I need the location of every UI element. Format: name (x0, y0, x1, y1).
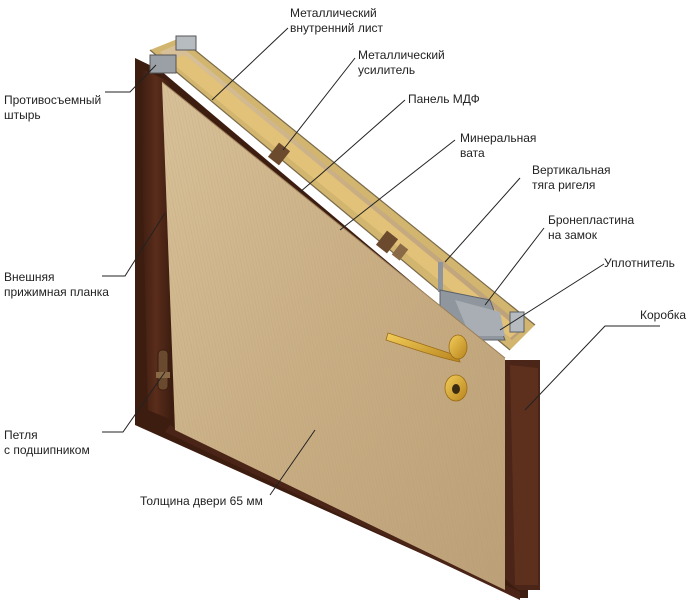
label-mdf-panel-line1: Панель МДФ (408, 92, 480, 106)
label-reinforcement: Металлический усилитель (358, 48, 445, 78)
label-outer-strip: Внешняя прижимная планка (4, 270, 109, 300)
label-armor-plate: Бронепластина на замок (548, 213, 634, 243)
label-reinforcement-line1: Металлический (358, 48, 445, 62)
hinge (156, 349, 170, 391)
label-anti-removal-pin: Противосъемный штырь (4, 93, 101, 123)
label-outer-strip-line1: Внешняя (4, 270, 55, 284)
label-mineral-wool-line2: вата (460, 146, 485, 160)
door-handle (385, 332, 468, 402)
label-mineral-wool: Минеральная вата (460, 131, 536, 161)
label-hinge-line1: Петля (4, 428, 38, 442)
leader-lines (102, 27, 660, 496)
label-vertical-rod-line2: тяга ригеля (532, 178, 596, 192)
label-vertical-rod-line1: Вертикальная (532, 163, 611, 177)
label-hinge-line2: с подшипником (4, 443, 90, 457)
label-armor-plate-line2: на замок (548, 228, 597, 242)
label-inner-sheet-line1: Металлический (290, 6, 377, 20)
label-frame-line1: Коробка (640, 308, 687, 322)
label-seal: Уплотнитель (604, 256, 675, 271)
label-reinforcement-line2: усилитель (358, 63, 416, 77)
label-hinge: Петля с подшипником (4, 428, 90, 458)
label-anti-removal-pin-line2: штырь (4, 108, 41, 122)
label-outer-strip-line2: прижимная планка (4, 285, 109, 299)
label-inner-sheet: Металлический внутренний лист (290, 6, 383, 36)
label-frame: Коробка (640, 308, 686, 323)
label-mineral-wool-line1: Минеральная (460, 131, 537, 145)
door-face-panel (161, 81, 506, 590)
label-anti-removal-pin-line1: Противосъемный (4, 93, 102, 107)
label-thickness: Толщина двери 65 мм (140, 494, 263, 509)
label-armor-plate-line1: Бронепластина (548, 213, 635, 227)
label-thickness-line1: Толщина двери 65 мм (140, 494, 263, 508)
label-seal-line1: Уплотнитель (604, 256, 675, 270)
label-mdf-panel: Панель МДФ (408, 92, 480, 107)
label-vertical-rod: Вертикальная тяга ригеля (532, 163, 611, 193)
label-inner-sheet-line2: внутренний лист (290, 21, 384, 35)
